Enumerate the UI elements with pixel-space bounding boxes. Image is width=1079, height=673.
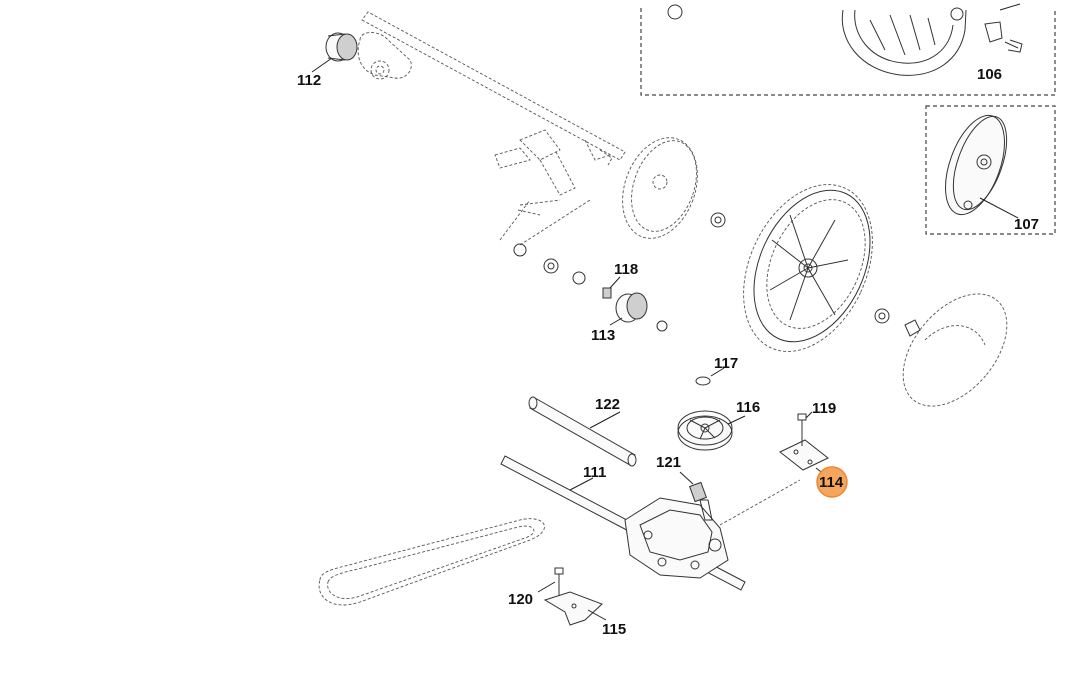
- inset-box-hubcap: [925, 105, 1056, 235]
- clip-117: [695, 367, 725, 386]
- highlight-marker-114: [816, 466, 848, 498]
- rear-wheel: [743, 184, 921, 352]
- callout-114[interactable]: 114: [819, 474, 844, 491]
- bracket-115: [537, 567, 607, 626]
- shaft-122: [528, 396, 637, 467]
- callout-122[interactable]: 122: [595, 396, 620, 413]
- callout-117[interactable]: 117: [714, 355, 738, 372]
- drive-belt: [318, 518, 545, 606]
- callout-116[interactable]: 116: [736, 399, 760, 416]
- callout-112[interactable]: 112: [297, 72, 321, 89]
- drive-gear-dashed: [622, 137, 726, 239]
- callout-119[interactable]: 119: [812, 400, 836, 417]
- inset-box-wheel-detail: [640, 3, 1056, 96]
- rear-axle-assembly: [357, 11, 626, 246]
- callout-120[interactable]: 120: [508, 591, 533, 608]
- callout-107[interactable]: 107: [1014, 216, 1039, 233]
- callout-113[interactable]: 113: [591, 327, 615, 344]
- gearbox: [624, 479, 801, 579]
- callout-115[interactable]: 115: [602, 621, 626, 638]
- hubcap-dashed: [902, 293, 1008, 407]
- callout-118[interactable]: 118: [614, 261, 638, 278]
- callout-121[interactable]: 121: [656, 454, 681, 471]
- spring-121: [679, 471, 708, 503]
- pulley-116: [677, 410, 746, 451]
- screw-119: [797, 411, 813, 446]
- callout-111[interactable]: 111: [583, 464, 606, 481]
- callout-106[interactable]: 106: [977, 66, 1002, 83]
- pinion-and-washers: [513, 243, 668, 332]
- gear-112: [311, 32, 358, 73]
- bracket-114: [779, 439, 829, 476]
